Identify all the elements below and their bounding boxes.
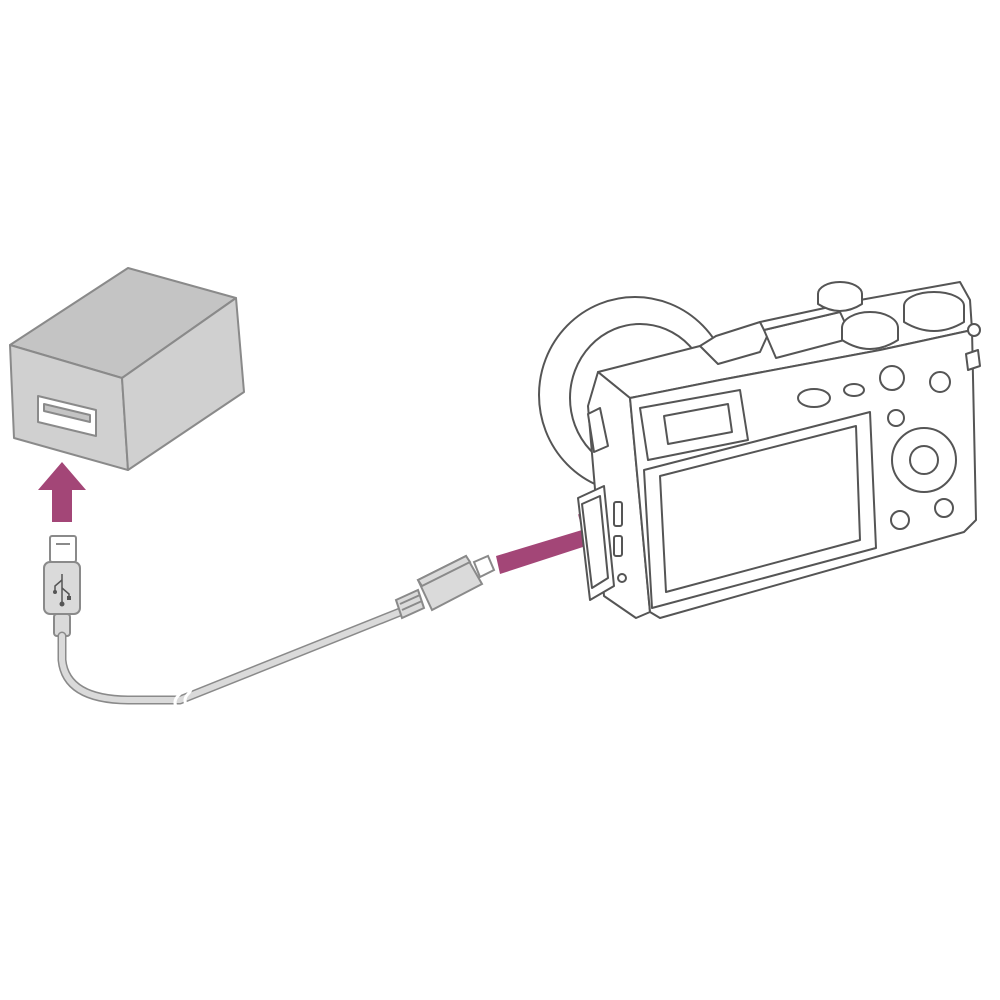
- camera-button-oval: [797, 388, 831, 408]
- camera-micro-usb-port: [613, 501, 623, 527]
- camera-eyepiece-window: [663, 403, 733, 445]
- usb-plug-metal: [49, 535, 77, 563]
- camera-button-top-right: [929, 371, 951, 393]
- cable-break-mark: [173, 682, 183, 711]
- usb-cable: [59, 609, 403, 703]
- micro-plug-body-top: [416, 554, 472, 588]
- micro-usb-plug-icon: [394, 554, 496, 620]
- micro-plug-tip: [472, 554, 496, 579]
- camera-dial-right-side: [903, 305, 965, 332]
- cable-break-mark-2: [183, 680, 193, 709]
- camera-icon: [538, 281, 981, 619]
- camera-button-lower-left: [890, 510, 910, 530]
- usb-icon: [53, 574, 71, 607]
- usb-cable-outline: [57, 607, 405, 705]
- camera-button-lower-right: [934, 498, 954, 518]
- camera-button-upper-left: [887, 409, 905, 427]
- camera-strap-lug: [965, 349, 981, 371]
- camera-control-wheel-center: [909, 445, 939, 475]
- usb-plug-icon: [43, 535, 81, 637]
- adapter-usb-socket-tongue: [43, 403, 91, 423]
- arrow-up-icon: [38, 462, 86, 522]
- camera-lcd-screen: [659, 425, 861, 593]
- camera-terminal-cover-edge: [581, 495, 609, 589]
- adapter-side-face: [121, 297, 245, 471]
- camera-lens-release: [587, 407, 609, 453]
- camera-button-small: [843, 383, 865, 397]
- camera-dial-left-side: [817, 293, 863, 312]
- arrow-insert-adapter: [38, 462, 86, 522]
- camera-button-round: [879, 365, 905, 391]
- camera-port-screw: [617, 573, 627, 583]
- micro-plug-ribs: [394, 588, 426, 620]
- power-adapter-icon: [9, 267, 245, 471]
- camera-hdmi-port: [613, 535, 623, 557]
- camera-shutter-button: [967, 323, 981, 337]
- camera-dial-main-side: [841, 327, 899, 350]
- cable-icon: [57, 607, 405, 711]
